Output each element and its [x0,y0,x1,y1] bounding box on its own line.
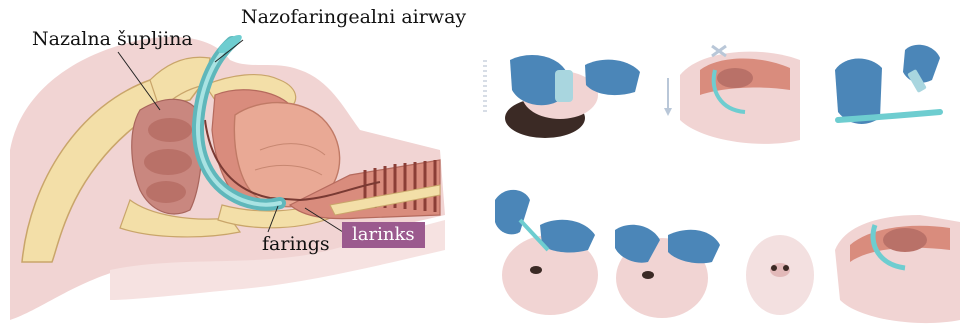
turbinate-3 [146,181,186,203]
panel-measure [485,55,640,138]
panel-sagittal-2 [835,215,960,323]
turbinate-2 [144,149,192,175]
panel-insert-1 [495,190,598,315]
label-airway: Nazofaringealni airway [241,6,466,28]
label-larynx: larinks [342,222,425,248]
panel-sagittal-1 [664,46,800,144]
turbinate-1 [148,118,192,142]
label-pharynx: farings [262,233,330,255]
panel-insert-2 [615,225,720,318]
panel-lubricate [835,45,940,124]
panel-face-final [746,235,814,315]
label-nasal-cavity: Nazalna šupljina [32,28,193,50]
